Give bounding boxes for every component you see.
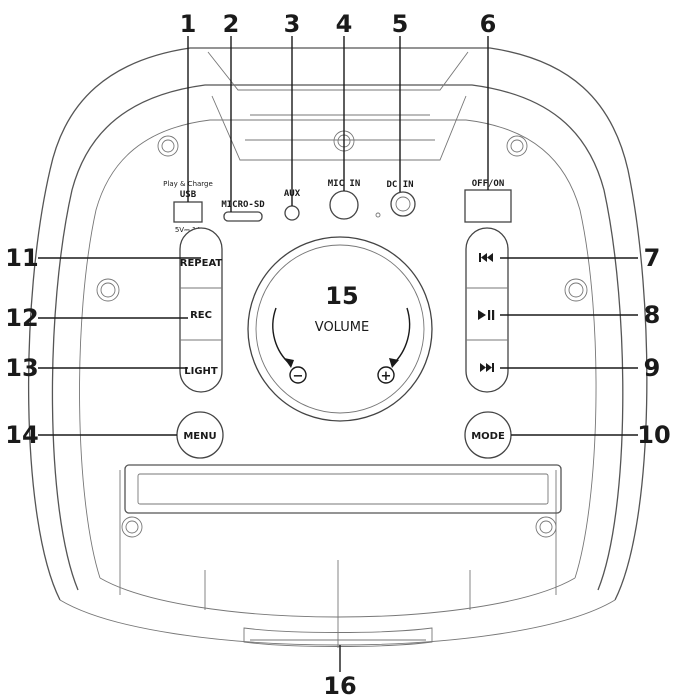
- play-pause-icon: [478, 310, 495, 320]
- light-button-label: LIGHT: [184, 366, 218, 377]
- callout-1: 1: [180, 10, 197, 38]
- callout-4: 4: [336, 10, 353, 38]
- callout-7: 7: [644, 244, 661, 272]
- mode-button-label: MODE: [471, 431, 505, 442]
- dc-in-jack: [390, 191, 416, 217]
- micro-sd-label: MICRO-SD: [221, 200, 265, 210]
- callout-numbers: 1 2 3 4 5 6 7 8 9 10 11 12 13 14 16: [5, 10, 670, 698]
- right-button-column: [465, 227, 509, 393]
- callout-3: 3: [284, 10, 301, 38]
- ports-row: Play & Charge USB 5V⎓ 1A MICRO-SD AUX MI…: [163, 179, 512, 234]
- callout-12: 12: [5, 304, 38, 332]
- callout-14: 14: [5, 421, 38, 449]
- speaker-body: [27, 47, 648, 648]
- volume-minus-sign: −: [293, 369, 304, 384]
- screw-top-left: [157, 135, 179, 157]
- usb-port: [173, 201, 203, 223]
- menu-button-label: MENU: [183, 431, 216, 442]
- aux-jack: [284, 205, 300, 221]
- callout-15: 15: [325, 282, 358, 310]
- screws: [96, 130, 588, 538]
- screw-mid-right: [564, 278, 588, 302]
- callout-11: 11: [5, 244, 38, 272]
- callout-2: 2: [223, 10, 240, 38]
- skip-next-icon: [480, 363, 494, 372]
- usb-rating: 5V⎓ 1A: [175, 226, 202, 234]
- skip-previous-icon: [479, 253, 493, 262]
- volume-label: VOLUME: [315, 320, 369, 335]
- left-button-column: REPEAT REC LIGHT: [179, 227, 223, 393]
- screw-mid-left: [96, 278, 120, 302]
- callout-16: 16: [323, 672, 356, 698]
- mic-in-jack: [329, 190, 359, 220]
- mode-button: MODE: [464, 411, 512, 459]
- leader-lines: [38, 36, 638, 672]
- screw-top-right: [506, 135, 528, 157]
- callout-10: 10: [637, 421, 670, 449]
- right-button-pill: [465, 227, 509, 393]
- rec-button-label: REC: [190, 310, 212, 321]
- callout-6: 6: [480, 10, 497, 38]
- bottom-slot: [124, 464, 562, 514]
- left-button-pill: [179, 227, 223, 393]
- volume-knob: 15 VOLUME − +: [247, 236, 433, 422]
- callout-13: 13: [5, 354, 38, 382]
- callout-5: 5: [392, 10, 409, 38]
- menu-button: MENU: [176, 411, 224, 459]
- volume-down-icon: −: [289, 366, 307, 384]
- callout-9: 9: [644, 354, 661, 382]
- volume-plus-sign: +: [381, 369, 392, 384]
- repeat-button-label: REPEAT: [180, 258, 223, 269]
- volume-up-icon: +: [377, 366, 395, 384]
- power-switch: [464, 189, 512, 223]
- micro-sd-slot: [223, 211, 263, 222]
- screw-bottom-right: [535, 516, 557, 538]
- screw-bottom-left: [121, 516, 143, 538]
- callout-8: 8: [644, 301, 661, 329]
